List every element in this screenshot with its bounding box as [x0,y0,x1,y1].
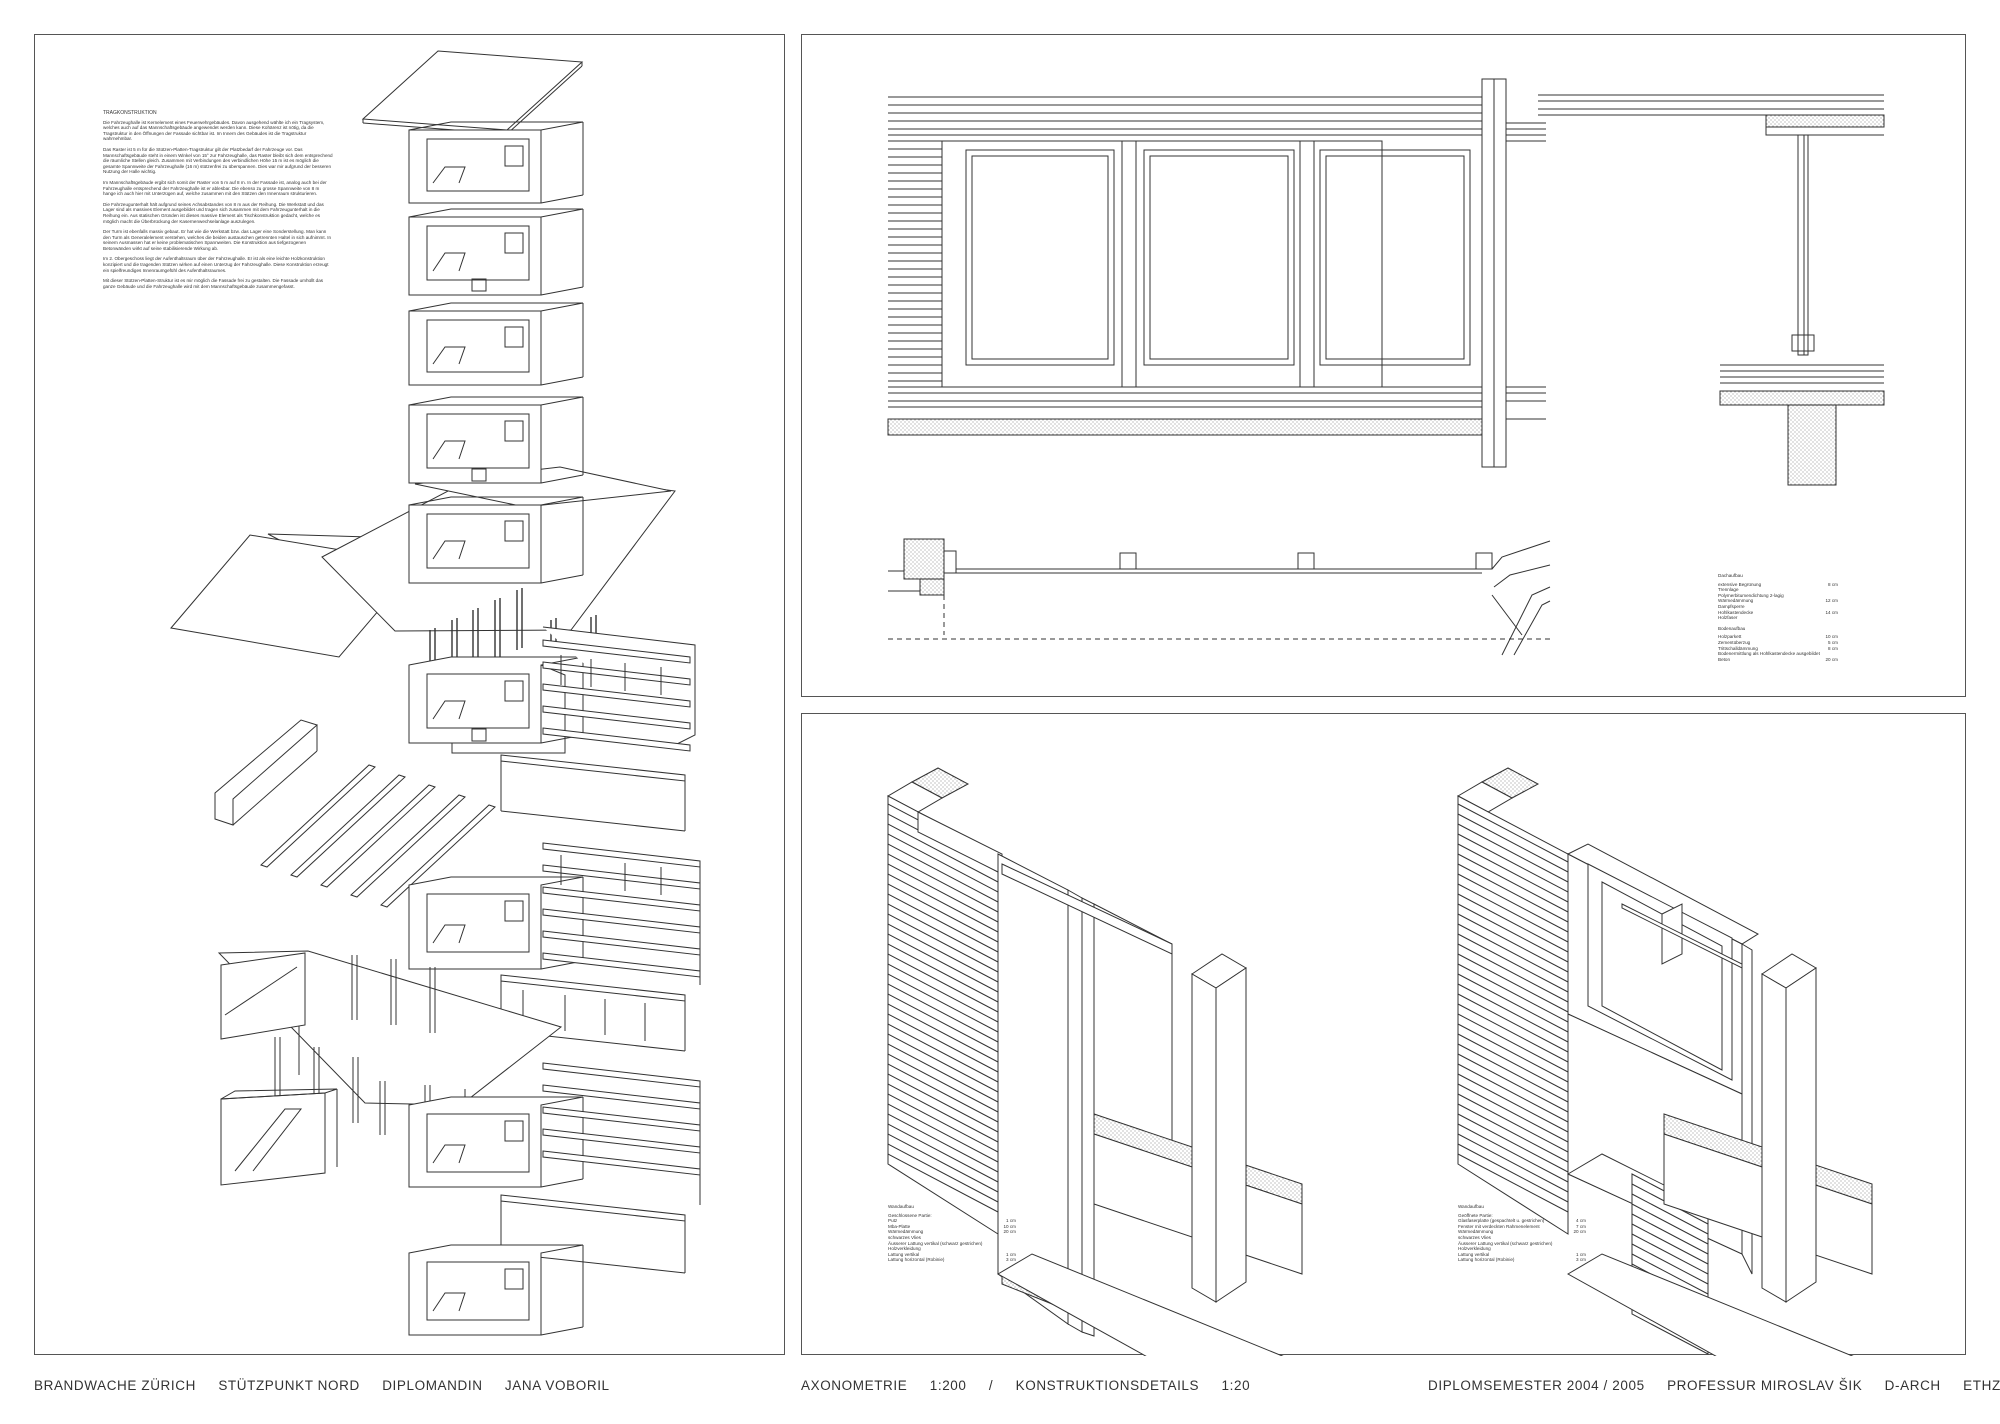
roof-plate [363,51,582,130]
tower-floor-7 [409,877,583,969]
footer-institution: DIPLOMSEMESTER 2004 / 2005 PROFESSUR MIR… [1428,1378,2000,1393]
professor-label: PROFESSUR MIROSLAV ŠIK [1667,1378,1863,1393]
structure-paragraph: Im Mannschaftsgebäude ergibt sich somit … [103,179,327,197]
structure-paragraph: Die Fahrzeugunterhalt hält aufgrund sein… [103,201,324,224]
structure-text: TRAGKONSTRUKTION Die Fahrzeughalle ist K… [103,110,333,294]
legend-row: Äusserer Lattung vertikal (schwarz gestr… [1458,1240,1553,1246]
ground-floor-volumes [221,1089,337,1185]
footer-separator: / [988,1378,994,1393]
hall-beams-lower [215,720,495,907]
legend-row: schwarzes Vlies [1458,1234,1491,1240]
drawing1-scale: 1:200 [929,1378,967,1393]
wall-axonometry-drawings [802,714,1967,1356]
legend-row: Äusserer Lattung vertikal (schwarz gestr… [888,1240,983,1246]
project-subtitle: STÜTZPUNKT NORD [218,1378,360,1393]
open-wall-axonometry [1458,768,1872,1356]
tower-floor-2 [409,209,583,295]
department-label: D-ARCH [1884,1378,1941,1393]
legend-row: schwarzes Vlies [888,1234,921,1240]
structure-paragraph: Die Fahrzeughalle ist Kernelement eines … [103,119,325,142]
closed-wall-axonometry [888,768,1302,1356]
tower-floor-4 [409,397,583,483]
legend-row: Holzfaser [1718,615,1738,621]
drawing1-label: AXONOMETRIE [801,1378,908,1393]
ground-floor-slab [219,951,561,1145]
column-elevation [1482,79,1546,467]
legend-row: Glasfaserplatte (gespachtelt u. gestrich… [1458,1218,1586,1224]
tower-floor-5 [409,497,583,583]
exploded-axonometry-drawing [35,35,786,1356]
tower-floor-8 [409,1097,583,1187]
hall-beams-upper [501,627,695,831]
legend-row: Dampfsperre [1718,603,1745,609]
cladding-top [888,97,1482,141]
window-band [942,141,1482,387]
legend-row: Bodenermittlung als Hohlkastendecke ausg… [1718,651,1820,657]
wall-legend-subtitle: Geschlossene Partie: [888,1212,932,1218]
structure-paragraph: Das Raster ist 5 m für die Stützen-Platt… [103,146,333,175]
legend-row: Trennlage [1718,587,1739,593]
project-title: BRANDWACHE ZÜRICH [34,1378,196,1393]
footer-drawings: AXONOMETRIE 1:200 / KONSTRUKTIONSDETAILS… [801,1378,1268,1393]
tower-floor-6 [409,657,583,753]
drawing2-label: KONSTRUKTIONSDETAILS [1015,1378,1200,1393]
legend-row: Polymerbitumendichtung 2-lagig [1718,592,1784,598]
tower-floor-ground [409,1245,583,1335]
tower-floor-3 [409,303,583,385]
wall-legend-title: Wandaufbau [888,1204,914,1209]
hall-beams-mid [501,843,700,1051]
footer-project: BRANDWACHE ZÜRICH STÜTZPUNKT NORD DIPLOM… [34,1378,628,1393]
base-courses [888,387,1482,435]
legend-row: Lattung horizontal (Robinie)3 cm [888,1257,1016,1263]
drawing2-scale: 1:20 [1221,1378,1251,1393]
wall-legend-subtitle: Geöffnete Partie: [1458,1212,1493,1218]
legend-row: Holzverkleidung [1458,1246,1491,1252]
roof-legend-title: Dachaufbau [1718,573,1743,578]
tower-floor-1 [409,122,583,203]
wall-legend-title: Wandaufbau [1458,1204,1484,1209]
axonometry-panel: TRAGKONSTRUKTION Die Fahrzeughalle ist K… [34,34,785,1355]
hall-beams-lower2 [501,1063,700,1273]
structure-paragraph: Im 2. Obergeschoss liegt der Aufenthalts… [103,256,329,273]
window-plan [888,539,1552,655]
author-name: JANA VOBORIL [504,1378,610,1393]
semester-label: DIPLOMSEMESTER 2004 / 2005 [1428,1378,1645,1393]
open-wall-legend: Wandaufbau Geöffnete Partie: Glasfaserpl… [1458,1204,1586,1263]
school-label: ETHZ [1963,1378,2000,1393]
floor-legend-title: Bodenaufbau [1718,625,1746,631]
structure-text-title: TRAGKONSTRUKTION [103,110,157,116]
structure-paragraph: Der Turm ist ebenfalls massiv gebaut. Er… [103,229,332,251]
structure-paragraph: Mit dieser Stützen-Platten-Struktur ist … [103,278,324,289]
legend-row: Holzverkleidung [888,1246,921,1252]
legend-row: Lattung horizontal (Robinie)3 cm [1458,1257,1586,1263]
cladding-left [888,149,942,381]
wall-section [1538,95,1884,485]
facade-detail-drawing [802,35,1967,698]
role-label: DIPLOMANDIN [382,1378,483,1393]
